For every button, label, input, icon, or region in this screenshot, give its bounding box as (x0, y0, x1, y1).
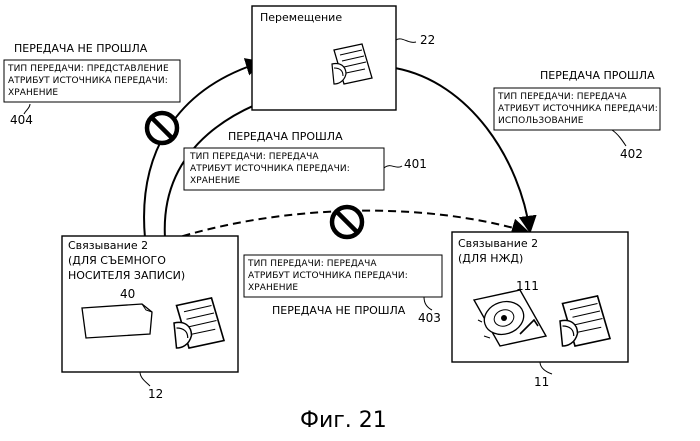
status-403: ПЕРЕДАЧА НЕ ПРОШЛА (272, 305, 405, 318)
box-402-line2: АТРИБУТ ИСТОЧНИКА ПЕРЕДАЧИ: (498, 104, 658, 114)
removable-title-line3: НОСИТЕЛЯ ЗАПИСИ) (68, 270, 185, 283)
hdd-title-line1: Связывание 2 (458, 238, 538, 251)
status-401: ПЕРЕДАЧА ПРОШЛА (228, 131, 343, 144)
removable-title-line1: Связывание 2 (68, 240, 148, 253)
ref-111: 111 (516, 280, 539, 294)
figure-caption: Фиг. 21 (300, 408, 387, 433)
box-403-line3: ХРАНЕНИЕ (248, 283, 298, 293)
move-title: Перемещение (260, 12, 342, 25)
ref-403: 403 (418, 312, 441, 326)
box-404-line2: АТРИБУТ ИСТОЧНИКА ПЕРЕДАЧИ: (8, 76, 168, 86)
box-404-line3: ХРАНЕНИЕ (8, 88, 58, 98)
status-404: ПЕРЕДАЧА НЕ ПРОШЛА (14, 43, 147, 56)
box-403-line2: АТРИБУТ ИСТОЧНИКА ПЕРЕДАЧИ: (248, 271, 408, 281)
ref-11: 11 (534, 376, 549, 390)
box-402-line3: ИСПОЛЬЗОВАНИЕ (498, 116, 583, 126)
ref-40: 40 (120, 288, 135, 302)
box-404-line1: ТИП ПЕРЕДАЧИ: ПРЕДСТАВЛЕНИЕ (8, 64, 169, 74)
box-401-line3: ХРАНЕНИЕ (190, 176, 240, 186)
ref-401: 401 (404, 158, 427, 172)
ref-402: 402 (620, 148, 643, 162)
hdd-title-line2: (ДЛЯ НЖД) (458, 253, 523, 266)
ref-404: 404 (10, 114, 33, 128)
box-403-line1: ТИП ПЕРЕДАЧИ: ПЕРЕДАЧА (248, 259, 377, 269)
ref-22: 22 (420, 34, 435, 48)
status-402: ПЕРЕДАЧА ПРОШЛА (540, 70, 655, 83)
box-401-line1: ТИП ПЕРЕДАЧИ: ПЕРЕДАЧА (190, 152, 319, 162)
prohibited-icon (332, 207, 362, 237)
removable-title-line2: (ДЛЯ СЪЕМНОГО (68, 255, 166, 268)
prohibited-icon (147, 113, 177, 143)
ref-12: 12 (148, 388, 163, 402)
media-card-icon (82, 304, 152, 338)
box-401-line2: АТРИБУТ ИСТОЧНИКА ПЕРЕДАЧИ: (190, 164, 350, 174)
box-402-line1: ТИП ПЕРЕДАЧИ: ПЕРЕДАЧА (498, 92, 627, 102)
